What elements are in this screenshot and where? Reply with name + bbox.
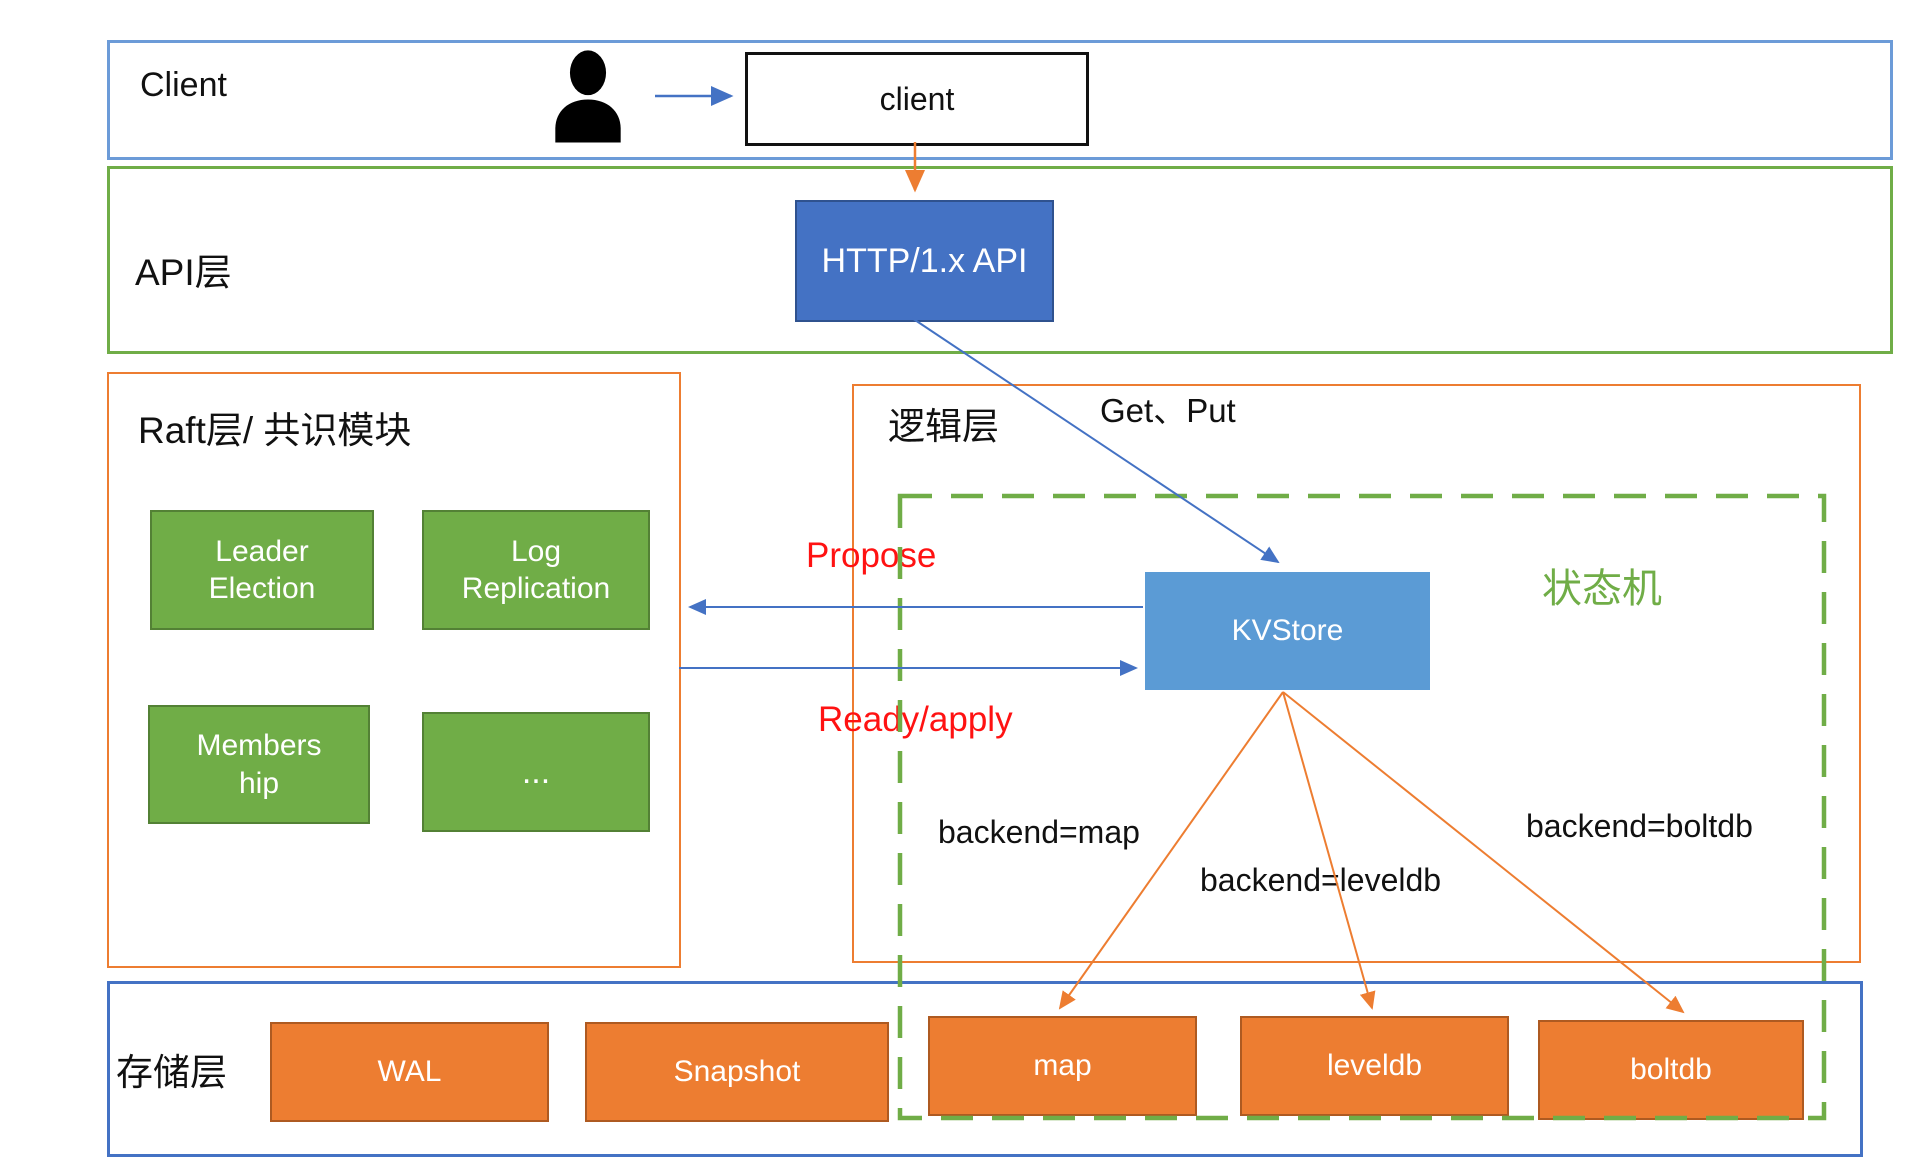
person-icon <box>545 46 631 146</box>
http-api-node: HTTP/1.x API <box>795 200 1054 322</box>
raft-layer-box <box>107 372 681 968</box>
backend-map-label: backend=map <box>938 814 1140 850</box>
leader-election-node: Leader Election <box>150 510 374 630</box>
more-modules-node: ... <box>422 712 650 832</box>
wal-node: WAL <box>270 1022 549 1122</box>
log-replication-node: Log Replication <box>422 510 650 630</box>
get-put-label: Get、Put <box>1100 392 1236 429</box>
api-layer-label: API层 <box>135 252 232 293</box>
client-layer-label: Client <box>140 66 227 104</box>
propose-label: Propose <box>806 536 937 575</box>
snapshot-node: Snapshot <box>585 1022 889 1122</box>
backend-boltdb-label: backend=boltdb <box>1526 808 1753 844</box>
membership-node: Members hip <box>148 705 370 824</box>
kvstore-node: KVStore <box>1145 572 1430 690</box>
storage-layer-label: 存储层 <box>116 1052 227 1093</box>
raft-layer-label: Raft层/ 共识模块 <box>138 410 412 451</box>
leveldb-node: leveldb <box>1240 1016 1509 1116</box>
client-node: client <box>745 52 1089 146</box>
backend-leveldb-label: backend=leveldb <box>1200 862 1442 898</box>
logic-layer-label: 逻辑层 <box>888 406 999 447</box>
ready-apply-label: Ready/apply <box>818 700 1013 739</box>
map-node: map <box>928 1016 1197 1116</box>
boltdb-node: boltdb <box>1538 1020 1804 1120</box>
state-machine-label: 状态机 <box>1542 567 1662 611</box>
